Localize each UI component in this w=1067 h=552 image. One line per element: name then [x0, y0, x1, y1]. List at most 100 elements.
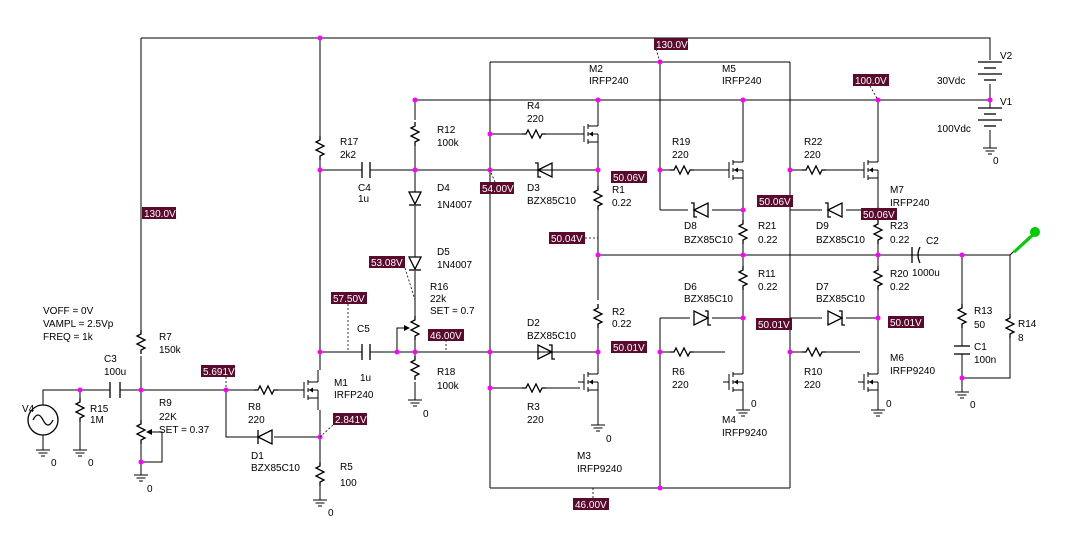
r22-value: 220 — [804, 150, 821, 161]
r4-value: 220 — [527, 114, 544, 125]
m2-value: IRFP240 — [589, 76, 629, 87]
gnd-label: 0 — [886, 399, 892, 410]
v4-source — [27, 404, 59, 436]
v2-value: 30Vdc — [937, 76, 965, 87]
v4-vampl: VAMPL = 2.5Vp — [43, 319, 114, 330]
c2-value: 1000u — [912, 268, 940, 279]
r3-value: 220 — [527, 415, 544, 426]
m3-value: IRFP9240 — [577, 464, 622, 475]
gnd-label: 0 — [993, 156, 999, 167]
d7-value: BZX85C10 — [816, 294, 865, 305]
c4-name: C4 — [358, 183, 371, 194]
gnd-label: 0 — [147, 484, 153, 495]
d3-value: BZX85C10 — [527, 196, 576, 207]
m6-name: M6 — [890, 353, 904, 364]
v4-name: V4 — [22, 404, 35, 415]
r6-value: 220 — [672, 380, 689, 391]
node-voltage-5750: 57.50V — [333, 294, 365, 305]
m1-value: IRFP240 — [334, 390, 374, 401]
m2-name: M2 — [589, 64, 603, 75]
r15-name: R15 — [90, 404, 109, 415]
node-voltage-5004: 50.04V — [551, 234, 583, 245]
r10-value: 220 — [804, 380, 821, 391]
d8-name: D8 — [684, 221, 697, 232]
r17-name: R17 — [340, 137, 359, 148]
node-voltage-46-bottom: 46.00V — [575, 500, 607, 511]
r2-value: 0.22 — [612, 319, 632, 330]
v1-value: 100Vdc — [937, 124, 971, 135]
r9-value: 22K — [159, 412, 177, 423]
c3-name: C3 — [104, 354, 117, 365]
r21-name: R21 — [758, 221, 777, 232]
r22-name: R22 — [804, 137, 823, 148]
node-voltage-54: 54.00V — [482, 184, 514, 195]
r21-value: 0.22 — [758, 235, 778, 246]
d8-value: BZX85C10 — [684, 235, 733, 246]
r19-name: R19 — [672, 137, 691, 148]
r18-name: R18 — [437, 367, 456, 378]
node-voltage-5006-m2: 50.06V — [613, 173, 645, 184]
v2-name: V2 — [1000, 51, 1013, 62]
node-voltage-5001-m6: 50.01V — [890, 318, 922, 329]
r13-value: 50 — [974, 320, 986, 331]
gnd-label: 0 — [970, 400, 976, 411]
gnd-label: 0 — [751, 399, 757, 410]
r12-value: 100k — [437, 138, 460, 149]
c3-value: 100u — [104, 367, 126, 378]
d6-value: BZX85C10 — [684, 294, 733, 305]
node-voltage-5691: 5.691V — [203, 367, 235, 378]
m3-name: M3 — [577, 451, 591, 462]
d6-name: D6 — [684, 282, 697, 293]
m1-name: M1 — [334, 378, 348, 389]
junction-dots — [77, 35, 993, 491]
r1-value: 0.22 — [612, 198, 632, 209]
c1-name: C1 — [974, 342, 987, 353]
r3-name: R3 — [527, 402, 540, 413]
c4-value: 1u — [358, 194, 369, 205]
components — [27, 61, 1015, 487]
c2-name: C2 — [926, 236, 939, 247]
r17-value: 2k2 — [340, 150, 357, 161]
voltage-markers[interactable]: 130.0V 130.0V 100.0V 54.00V 50.06V 50.06… — [142, 38, 924, 511]
r18-value: 100k — [437, 381, 460, 392]
d9-name: D9 — [816, 221, 829, 232]
r20-name: R20 — [890, 269, 909, 280]
d1-name: D1 — [251, 451, 264, 462]
r16-name: R16 — [430, 282, 449, 293]
m4-value: IRFP9240 — [722, 428, 767, 439]
m7-value: IRFP240 — [890, 198, 930, 209]
gnd-label: 0 — [423, 409, 429, 420]
r16-value: 22k — [430, 294, 447, 305]
d9-value: BZX85C10 — [816, 235, 865, 246]
r9-set: SET = 0.37 — [159, 425, 210, 436]
m5-name: M5 — [722, 64, 736, 75]
d5-value: 1N4007 — [437, 260, 472, 271]
r23-value: 0.22 — [890, 235, 910, 246]
node-voltage-130-left: 130.0V — [144, 209, 176, 220]
r5-value: 100 — [340, 478, 357, 489]
c5-name: C5 — [357, 324, 370, 335]
r13-name: R13 — [974, 306, 993, 317]
r15-value: 1M — [90, 415, 104, 426]
m5-value: IRFP240 — [722, 76, 762, 87]
c5-value: 1u — [360, 373, 371, 384]
d5-name: D5 — [437, 247, 450, 258]
r7-name: R7 — [159, 332, 172, 343]
m6-value: IRFP9240 — [890, 366, 935, 377]
node-voltage-46-mid: 46.00V — [430, 331, 462, 342]
wires — [42, 37, 1031, 500]
r11-name: R11 — [758, 269, 776, 280]
c1-value: 100n — [974, 355, 996, 366]
v4-voff: VOFF = 0V — [43, 306, 94, 317]
r9-name: R9 — [159, 398, 172, 409]
voltage-probe-icon[interactable] — [1012, 227, 1040, 254]
node-voltage-130: 130.0V — [656, 40, 688, 51]
d1-value: BZX85C10 — [251, 463, 300, 474]
gnd-label: 0 — [328, 508, 334, 519]
r4-name: R4 — [527, 101, 540, 112]
r14-name: R14 — [1018, 319, 1037, 330]
r19-value: 220 — [672, 150, 689, 161]
r10-name: R10 — [804, 367, 823, 378]
node-voltage-5006-m5: 50.06V — [759, 197, 791, 208]
